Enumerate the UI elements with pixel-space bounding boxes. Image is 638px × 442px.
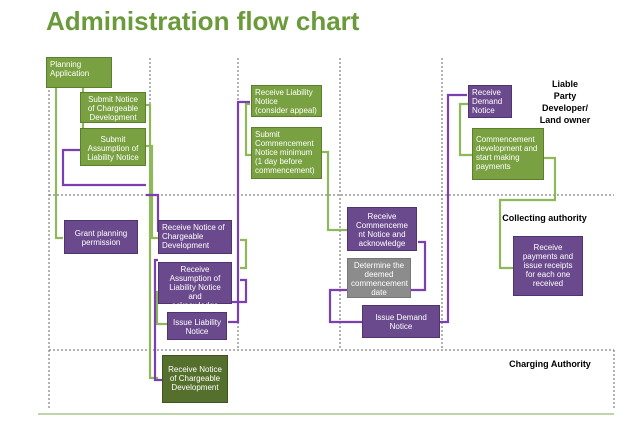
receive-payments-box: Receive payments and issue receipts for … (513, 236, 583, 296)
charging-authority-label: Charging Authority (509, 359, 591, 369)
collecting-authority-label: Collecting authority (502, 213, 587, 223)
planning-application-box: Planning Application (46, 57, 112, 88)
submit-commencement-notice-box: Submit Commencement Notice minimum (1 da… (251, 127, 322, 179)
receive-notice-chargeable-box: Receive Notice of Chargeable Development (158, 220, 232, 254)
receive-demand-notice-box: Receive Demand Notice (468, 85, 512, 118)
receive-notice-chargeable-charging-box: Receive Notice of Chargeable Development (162, 355, 228, 403)
submit-assumption-liability-box: Submit Assumption of Liability Notice (80, 128, 146, 166)
determine-commencement-date-box: Determine the deemed commencement date (347, 258, 411, 298)
issue-liability-notice-box: Issue Liability Notice (167, 312, 227, 340)
receive-commencement-notice-box: Receive Commenceme nt Notice and acknowl… (347, 207, 417, 251)
submit-notice-chargeable-box: Submit Notice of Chargeable Development (80, 92, 146, 123)
receive-liability-notice-box: Receive Liability Notice (consider appea… (251, 85, 322, 117)
issue-demand-notice-box: Issue Demand Notice (362, 305, 440, 338)
liable-party-label: Liable Party Developer/ Land owner (539, 79, 591, 125)
commencement-development-box: Commencement development and start makin… (472, 128, 544, 180)
page-title: Administration flow chart (46, 6, 360, 36)
grant-planning-permission-box: Grant planning permission (64, 220, 138, 254)
receive-assumption-liability-box: Receive Assumption of Liability Notice a… (158, 262, 232, 310)
